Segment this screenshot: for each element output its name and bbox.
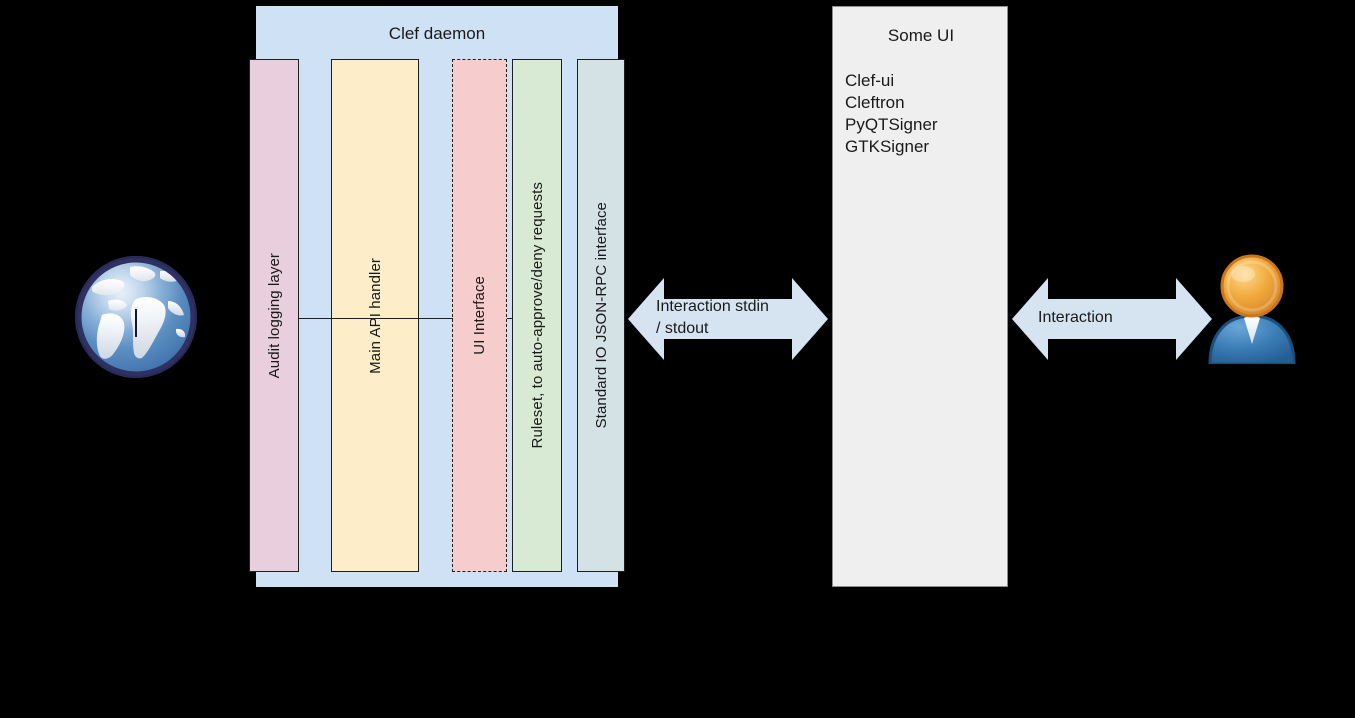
some-ui-list: Clef-ui Cleftron PyQTSigner GTKSigner [845, 70, 938, 158]
user-icon [1204, 252, 1300, 364]
box-ui-interface[interactable]: UI Interface [452, 59, 507, 572]
arrow-ui-to-user-label: Interaction [1038, 309, 1113, 326]
some-ui-title: Some UI [887, 26, 955, 45]
arrow-ui-to-user [1012, 272, 1212, 366]
box-standard-io-jsonrpc-interface-label: Standard IO JSON-RPC interface [592, 202, 610, 429]
globe-icon [72, 253, 200, 381]
arrow-clef-to-ui [628, 272, 828, 366]
list-item: Clef-ui [845, 71, 895, 90]
arrow-clef-to-ui-label: Interaction stdin / stdout [656, 298, 769, 337]
box-ruleset[interactable]: Ruleset, to auto-approve/deny requests [512, 59, 562, 572]
list-item: GTKSigner [845, 137, 930, 156]
connector-line [299, 318, 453, 319]
clef-daemon-title: Clef daemon [388, 24, 486, 43]
box-main-api-handler-label: Main API handler [366, 257, 384, 374]
list-item: PyQTSigner [845, 115, 938, 134]
connector-line-segment [507, 318, 513, 319]
box-audit-logging-layer[interactable]: Audit logging layer [249, 59, 299, 572]
clef-daemon-panel: Clef daemon [256, 6, 618, 587]
box-ruleset-label: Ruleset, to auto-approve/deny requests [528, 182, 546, 449]
box-ui-interface-label: UI Interface [471, 276, 488, 355]
box-main-api-handler[interactable]: Main API handler [331, 59, 419, 572]
box-standard-io-jsonrpc-interface[interactable]: Standard IO JSON-RPC interface [577, 59, 625, 572]
some-ui-panel: Some UI Clef-ui Cleftron PyQTSigner GTKS… [832, 6, 1008, 587]
list-item: Cleftron [845, 93, 905, 112]
box-audit-logging-layer-label: Audit logging layer [265, 252, 283, 379]
